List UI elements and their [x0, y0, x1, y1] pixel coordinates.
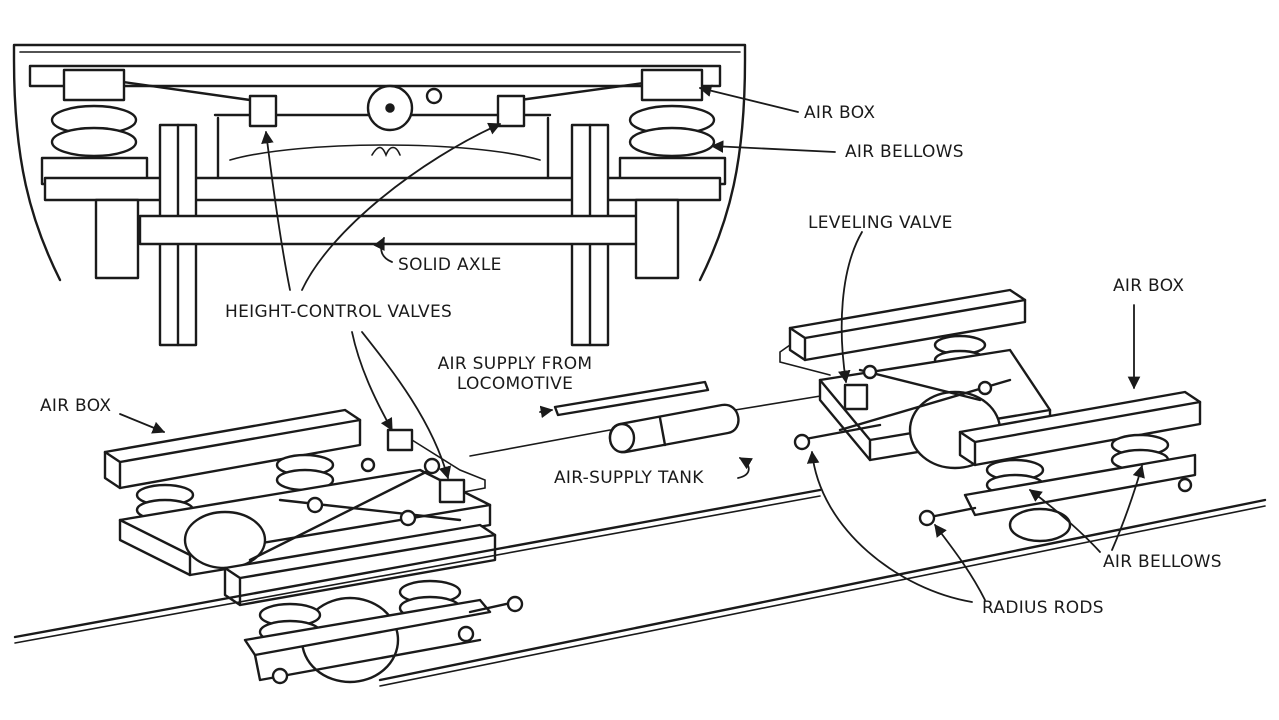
label-radius-rods: RADIUS RODS: [982, 598, 1104, 618]
air-supply-line: [469, 380, 846, 457]
end-view-illustration: [12, 43, 747, 347]
right-truck-illustration: [779, 288, 1202, 543]
air-bellows-right-icon: [618, 68, 727, 186]
height-control-valve-left-icon: [248, 94, 278, 128]
label-air-supply-from-locomotive: AIR SUPPLY FROM LOCOMOTIVE: [420, 354, 610, 394]
label-solid-axle: SOLID AXLE: [398, 255, 502, 275]
label-air-box-top: AIR BOX: [804, 103, 876, 123]
left-truck-illustration: [103, 408, 524, 685]
air-box-right-upper-icon: [788, 288, 1027, 362]
label-air-bellows-right: AIR BELLOWS: [1103, 552, 1222, 572]
label-air-box-left: AIR BOX: [40, 396, 112, 416]
label-air-supply-tank: AIR-SUPPLY TANK: [554, 468, 704, 488]
height-control-valve-right-truck-icon: [438, 478, 466, 504]
leveling-valve-icon: [843, 383, 869, 411]
label-leveling-valve: LEVELING VALVE: [808, 213, 953, 233]
air-box-left-upper-icon: [103, 408, 362, 490]
air-box-left-lower-icon: [223, 523, 497, 607]
label-height-control-valves: HEIGHT-CONTROL VALVES: [225, 302, 453, 322]
label-air-supply-line2: LOCOMOTIVE: [456, 374, 574, 394]
label-air-bellows-top: AIR BELLOWS: [845, 142, 964, 162]
air-bellows-left-icon: [40, 68, 149, 186]
height-control-valve-right-icon: [496, 94, 526, 128]
height-control-valve-left-truck-icon: [386, 428, 414, 452]
label-air-box-right: AIR BOX: [1113, 276, 1185, 296]
air-box-right-lower-icon: [958, 390, 1202, 467]
label-air-supply-line1: AIR SUPPLY FROM: [437, 354, 593, 374]
leader-lines: [119, 84, 1145, 603]
air-supply-tank-icon: [608, 403, 740, 454]
